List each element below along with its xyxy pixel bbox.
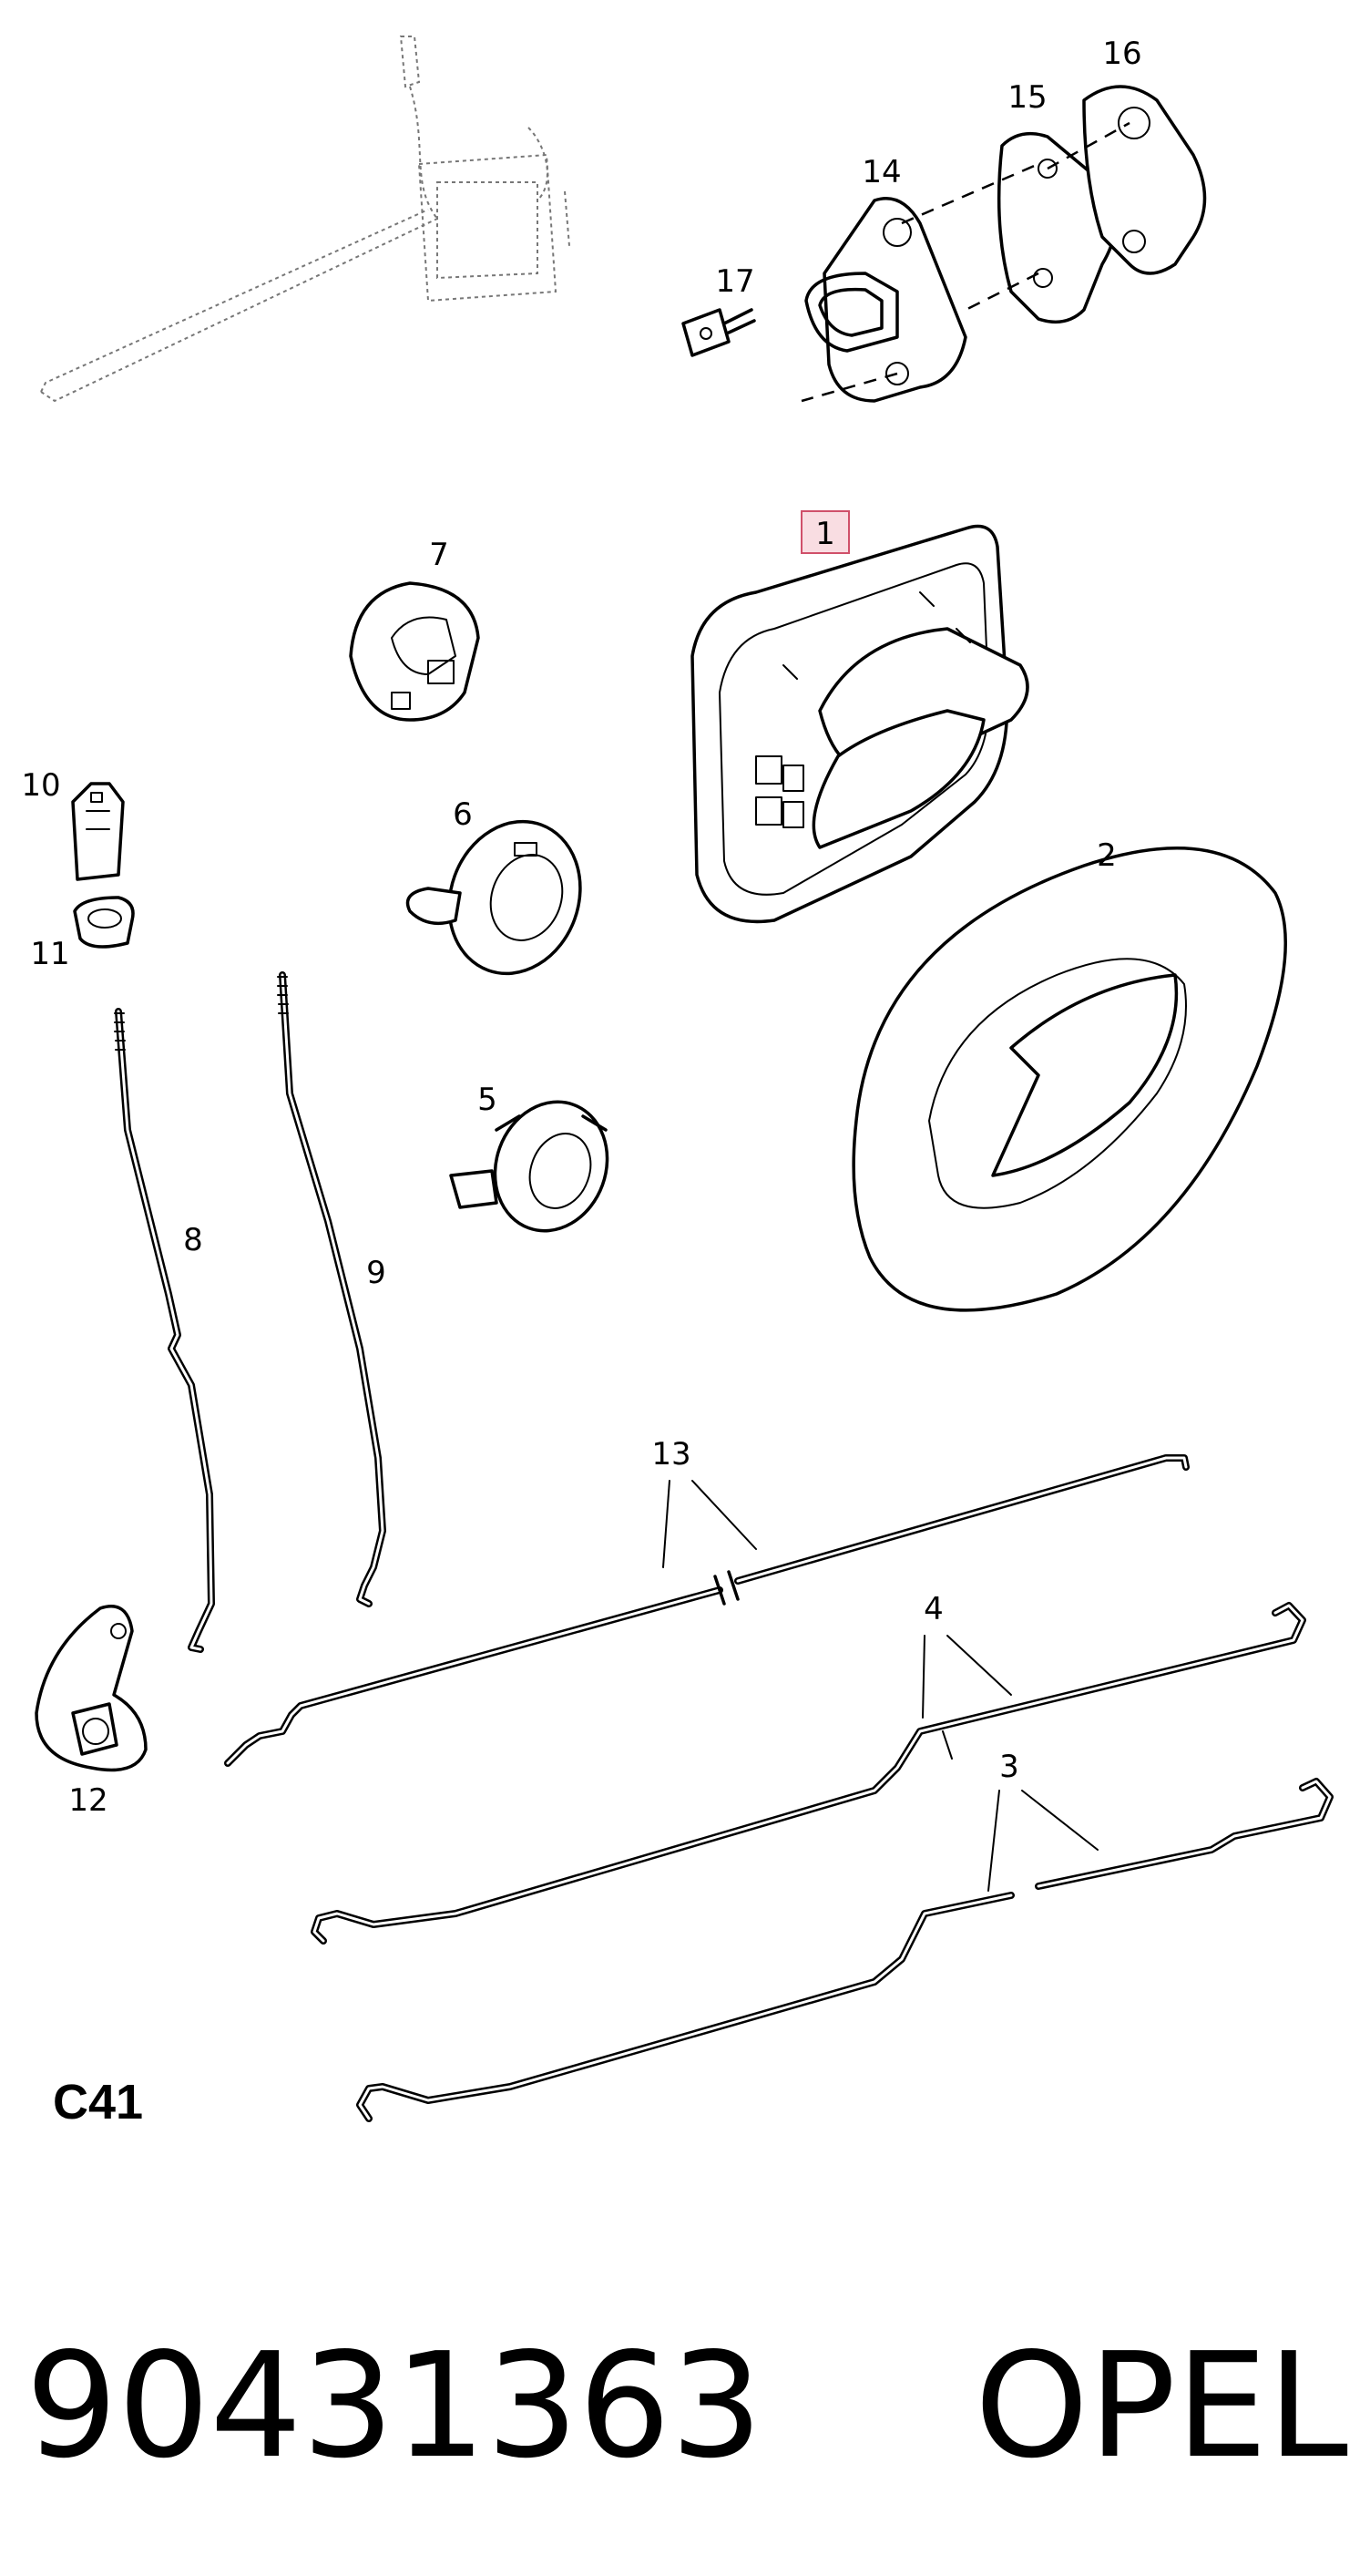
ghost-lock-assembly: [40, 36, 570, 403]
callout-9: 9: [366, 1255, 386, 1291]
bellcrank-12: [35, 1605, 148, 1772]
clip-7: [349, 581, 480, 722]
handle-bezel-2: [852, 847, 1287, 1312]
callout-11: 11: [30, 936, 69, 972]
rod-13: [224, 1454, 1190, 1767]
clip-10: [71, 782, 125, 881]
callout-10: 10: [21, 767, 60, 804]
gasket-16: [1082, 85, 1207, 275]
bushing-5: [449, 1100, 609, 1233]
inner-handle-housing-1: [690, 524, 1029, 924]
brand-name: OPEL: [975, 2322, 1348, 2490]
callout-17: 17: [715, 263, 754, 300]
callout-3: 3: [999, 1749, 1019, 1785]
callout-4: 4: [924, 1591, 944, 1627]
callout-16: 16: [1102, 36, 1141, 72]
section-code: C41: [53, 2075, 143, 2130]
callout-15: 15: [1007, 79, 1047, 116]
rod-3: [356, 1778, 1334, 2122]
screw-17: [681, 308, 756, 357]
callout-14: 14: [862, 154, 901, 190]
callout-1: 1: [815, 516, 835, 552]
callout-8: 8: [183, 1222, 203, 1258]
part-number: 90431363: [26, 2322, 762, 2490]
callout-5: 5: [477, 1082, 497, 1118]
callout-7: 7: [429, 537, 449, 573]
callout-2: 2: [1097, 837, 1117, 874]
grommet-11: [73, 896, 135, 949]
striker-plate-14: [804, 197, 967, 403]
callout-13: 13: [651, 1436, 690, 1473]
callout-1-highlight: [801, 510, 850, 554]
callout-6: 6: [453, 796, 473, 833]
rod-8: [114, 1008, 215, 1653]
rod-9: [277, 971, 386, 1607]
shim-plate-15: [997, 131, 1118, 324]
bushing-6: [405, 819, 582, 976]
callout-12: 12: [68, 1782, 107, 1819]
rod-4: [311, 1602, 1306, 1945]
leader-lines: [662, 1480, 1099, 1892]
